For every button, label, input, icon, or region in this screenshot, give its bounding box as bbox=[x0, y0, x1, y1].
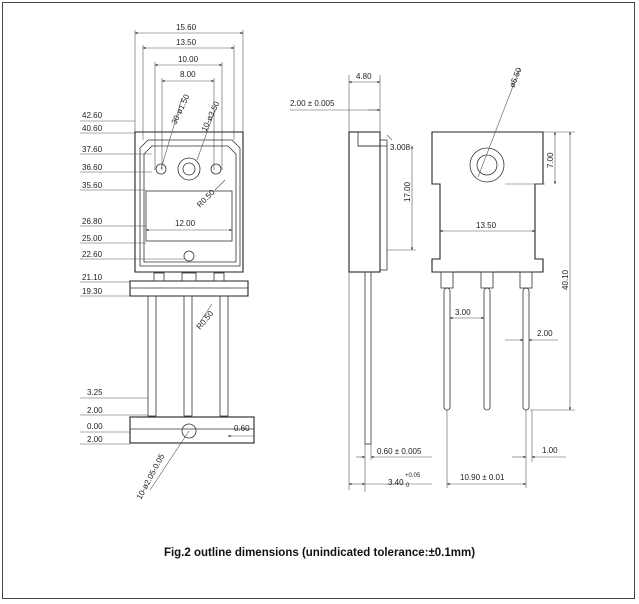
front-left-11: 3.25 bbox=[87, 388, 103, 397]
front-left-12: 2.00 bbox=[87, 406, 103, 415]
drawing-frame bbox=[2, 2, 635, 599]
side-offset: 2.00 ± 0.005 bbox=[290, 99, 335, 108]
front-left-5: 35.60 bbox=[82, 181, 103, 190]
back-width: 13.50 bbox=[476, 221, 497, 230]
front-left-14: 2.00 bbox=[87, 435, 103, 444]
front-window-width: 12.00 bbox=[175, 219, 196, 228]
front-left-4: 36.60 bbox=[82, 163, 103, 172]
back-lead-pitch-total: 10.90 ± 0.01 bbox=[460, 473, 505, 482]
back-view: ø5.50 13.50 7.00 40.10 3.00 2.00 10.90 ±… bbox=[431, 66, 575, 488]
front-left-1: 42.60 bbox=[82, 111, 103, 120]
side-lead-thickness: 0.60 ± 0.005 bbox=[377, 447, 422, 456]
front-left-9: 21.10 bbox=[82, 273, 103, 282]
back-hole: ø5.50 bbox=[508, 66, 524, 89]
front-left-13: 0.00 bbox=[87, 422, 103, 431]
front-lead-gap: 0.60 bbox=[234, 424, 250, 433]
side-body-height: 17.00 bbox=[403, 181, 412, 202]
front-left-2: 40.60 bbox=[82, 124, 103, 133]
front-top-width-3: 10.00 bbox=[178, 55, 199, 64]
front-top-width-2: 13.50 bbox=[176, 38, 197, 47]
front-top-width-1: 15.60 bbox=[176, 23, 197, 32]
front-view: 15.60 13.50 10.00 8.00 12.00 30-ø1.50 10… bbox=[80, 23, 255, 501]
back-lead-width: 2.00 bbox=[537, 329, 553, 338]
front-left-10: 19.30 bbox=[82, 287, 103, 296]
side-view: 4.80 2.00 ± 0.005 3.008 17.00 0.60 ± 0.0… bbox=[290, 72, 432, 492]
back-pitch: 3.00 bbox=[455, 308, 471, 317]
back-height-top: 7.00 bbox=[546, 152, 555, 168]
front-hole-large: 10-ø3.50 bbox=[200, 100, 222, 133]
front-tie-hole: 10-ø2.05-0.05 bbox=[135, 452, 167, 501]
side-bottom-width: 3.40 bbox=[388, 478, 404, 487]
side-bottom-tol: +0.05 bbox=[405, 473, 421, 479]
side-notch: 3.008 bbox=[390, 143, 411, 152]
figure-caption: Fig.2 outline dimensions (unindicated to… bbox=[163, 547, 476, 559]
side-bottom-tol-low: 0 bbox=[406, 483, 410, 489]
back-total-height: 40.10 bbox=[561, 269, 570, 290]
back-lead-end: 1.00 bbox=[542, 446, 558, 455]
front-left-3: 37.60 bbox=[82, 145, 103, 154]
front-left-dims: 42.60 40.60 37.60 36.60 35.60 26.80 25.0… bbox=[80, 111, 184, 445]
side-width-top: 4.80 bbox=[356, 72, 372, 81]
front-hole-small: 30-ø1.50 bbox=[170, 93, 192, 126]
front-radius-lower: R0.50 bbox=[195, 309, 216, 332]
front-left-6: 26.80 bbox=[82, 217, 103, 226]
front-left-8: 22.60 bbox=[82, 250, 103, 259]
front-top-width-4: 8.00 bbox=[180, 70, 196, 79]
front-left-7: 25.00 bbox=[82, 234, 103, 243]
